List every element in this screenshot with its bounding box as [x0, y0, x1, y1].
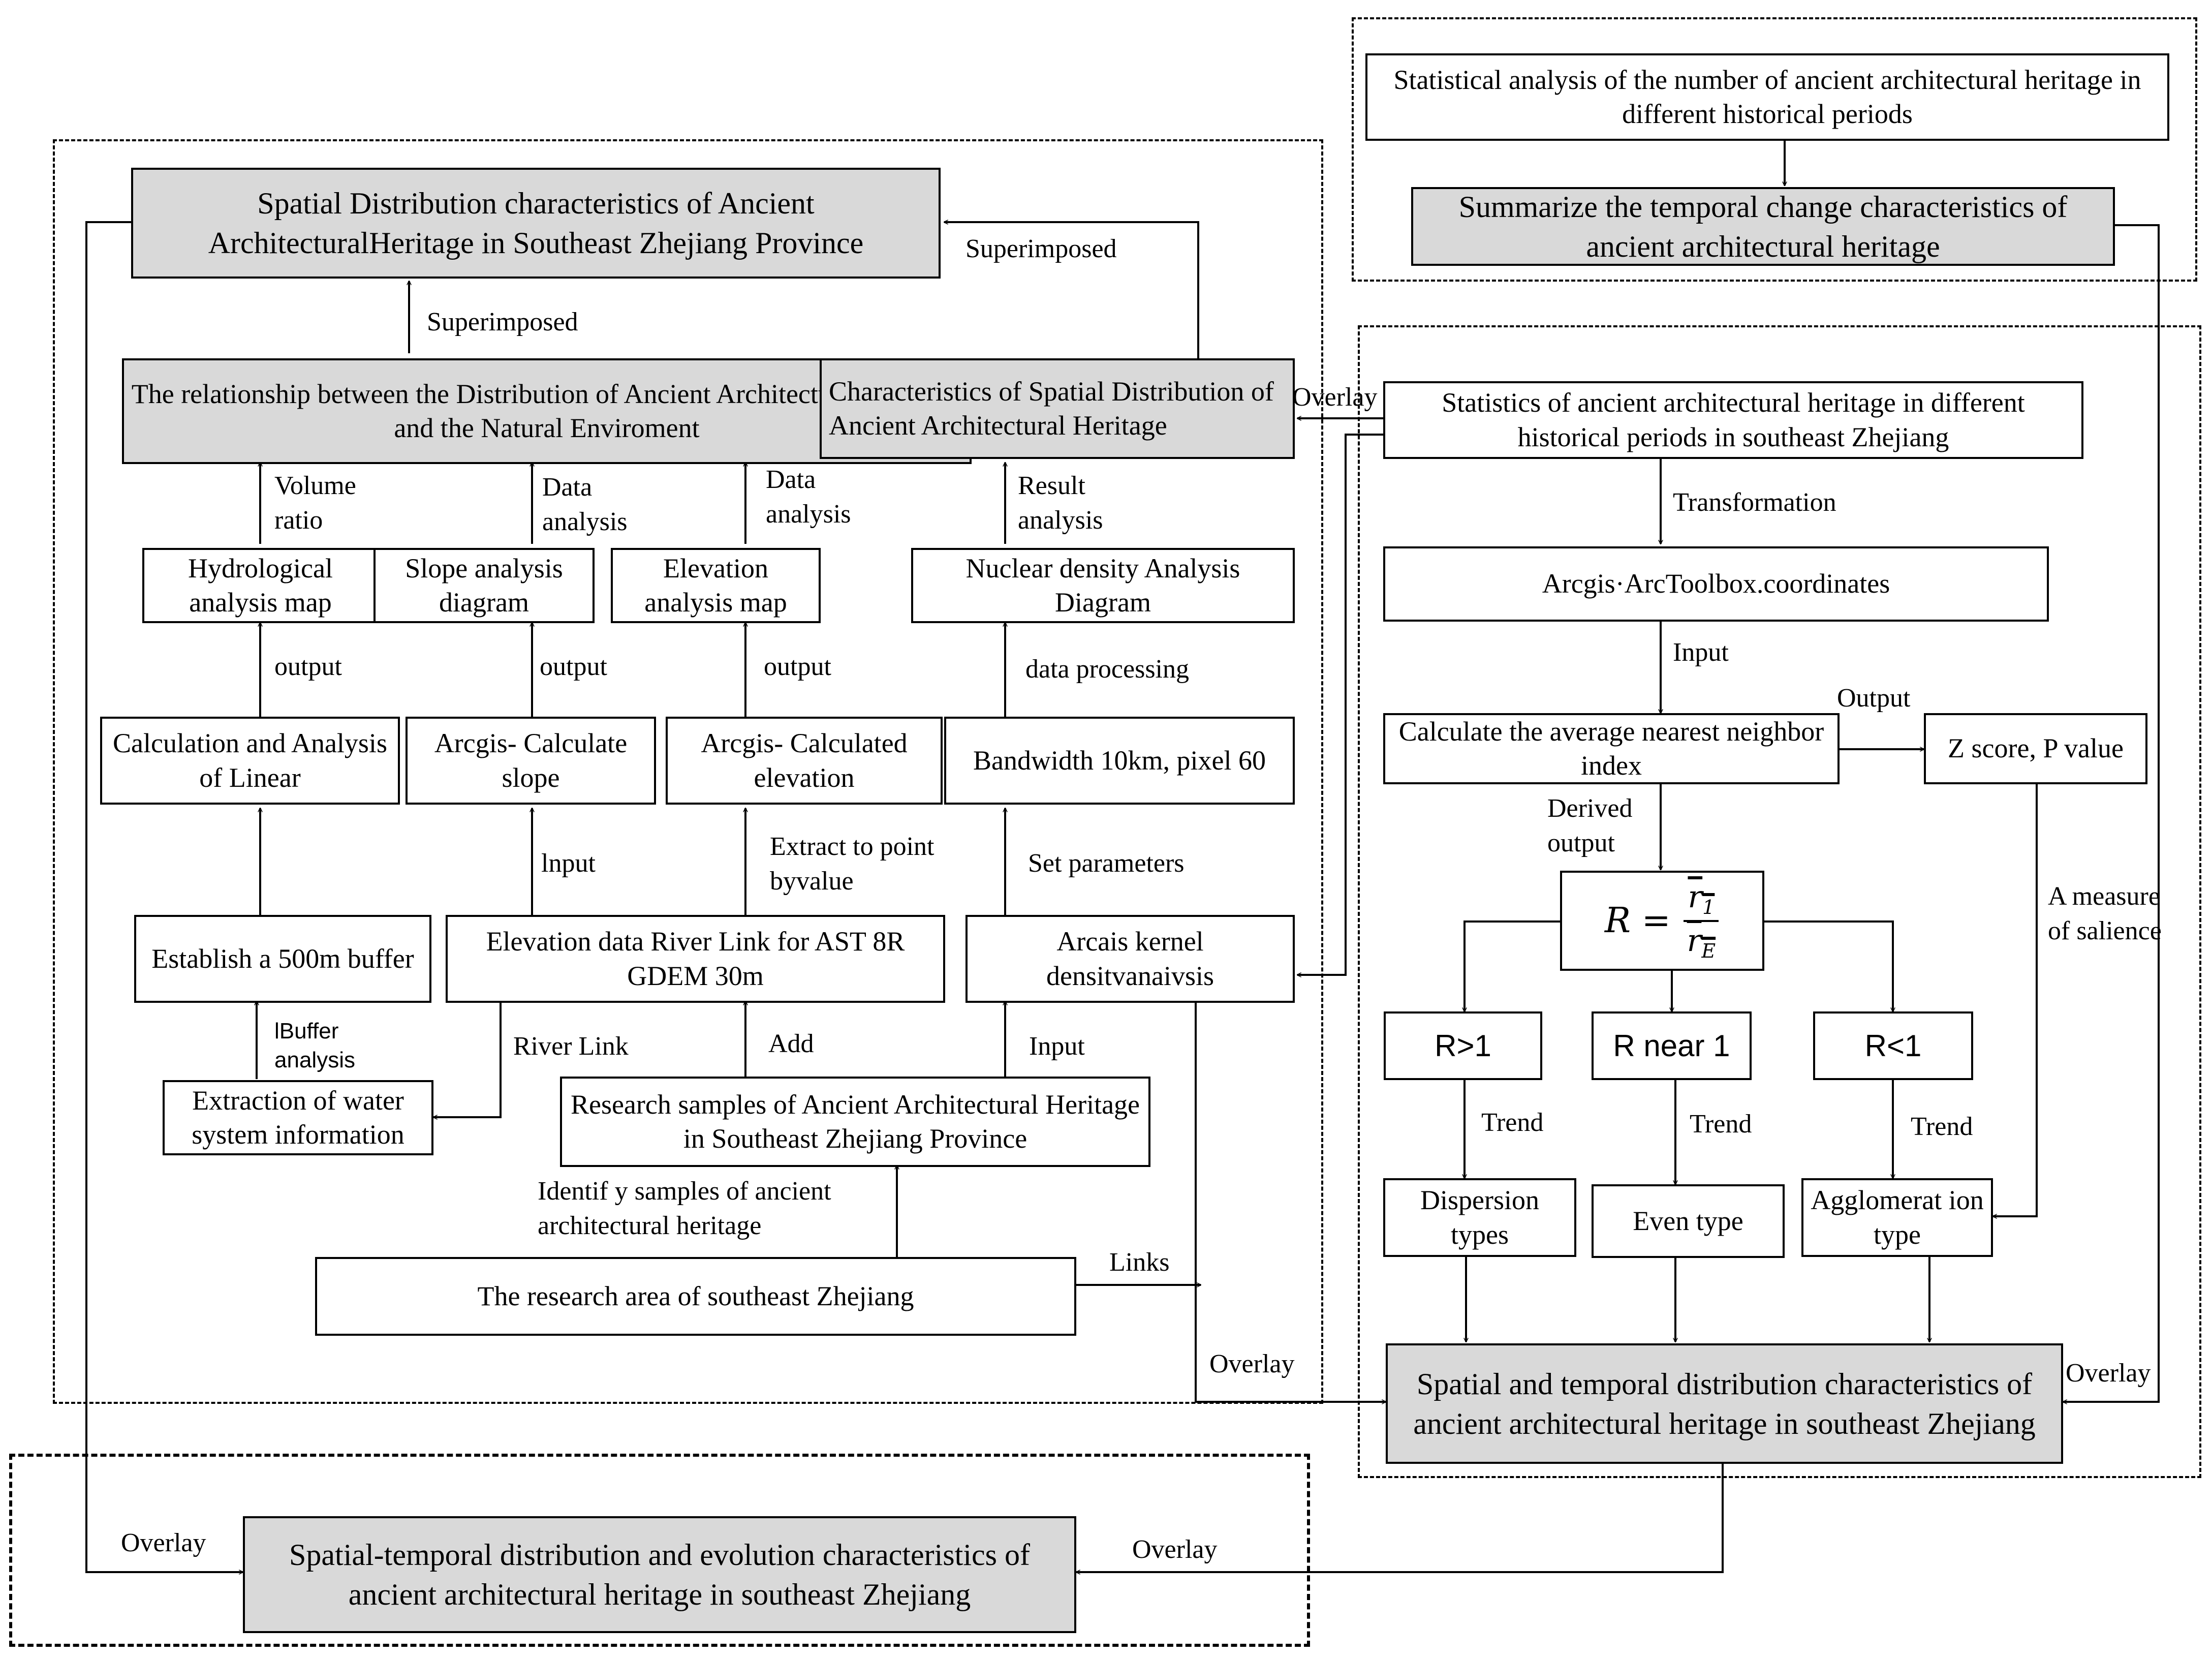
formula-denominator-sub: E [1701, 939, 1716, 962]
r-greater-than-one-box: R>1 [1384, 1011, 1542, 1080]
label-add: Add [768, 1029, 814, 1058]
dispersion-type-box: Dispersion types [1383, 1178, 1576, 1257]
characteristics-spatial-box: Characteristics of Spatial Distribution … [820, 358, 1295, 459]
research-samples-box: Research samples of Ancient Architectura… [560, 1077, 1150, 1167]
arrow-st-to-final [1076, 1464, 1724, 1572]
spatial-distribution-box: Spatial Distribution characteristics of … [131, 168, 941, 279]
average-nearest-neighbor-box: Calculate the average nearest neighbor i… [1383, 713, 1840, 784]
arrow-to-rlt [1764, 920, 1893, 1011]
label-identify-samples: Identif y samples of ancient architectur… [538, 1177, 831, 1240]
formula-numerator-sub: 1 [1702, 896, 1715, 918]
arrow-overlay-to-st [1195, 1001, 1386, 1402]
arctoolbox-box: Arcgis·ArcToolbox.coordinates [1383, 546, 2049, 622]
nuclear-density-box: Nuclear density Analysis Diagram [911, 548, 1295, 623]
elevation-data-box: Elevation data River Link for AST 8R GDE… [446, 915, 945, 1003]
label-input-kernel: Input [1029, 1032, 1085, 1061]
bandwidth-box: Bandwidth 10km, pixel 60 [944, 717, 1295, 805]
label-links: Links [1109, 1248, 1170, 1277]
label-superimposed-right: Superimposed [965, 234, 1117, 263]
label-transformation: Transformation [1673, 488, 1836, 517]
label-overlay-right: Overlay [2066, 1359, 2151, 1388]
label-data-processing: data processing [1025, 655, 1190, 684]
label-buffer-analysis: lBuffer analysis [274, 1019, 355, 1073]
label-overlay-bottom-right: Overlay [1132, 1535, 1218, 1564]
label-volume-ratio: Volume ratio [274, 471, 356, 535]
arrow-spatial-to-final [85, 221, 243, 1572]
label-overlay-characteristics: Overlay [1292, 383, 1378, 412]
label-trend-even: Trend [1690, 1110, 1752, 1139]
label-result-analysis: Result analysis [1018, 471, 1103, 535]
r-less-than-one-box: R<1 [1813, 1011, 1973, 1080]
r-near-one-box: R near 1 [1592, 1011, 1752, 1080]
label-measure-salience: A measure of salience [2048, 882, 2162, 945]
nearest-neighbor-group-frame [1358, 325, 2201, 1478]
label-river-link: River Link [513, 1032, 629, 1061]
temporal-group-frame [1352, 17, 2197, 282]
label-data-analysis-slope: Data analysis [542, 473, 628, 536]
kernel-density-box: Arcais kernel densitvanaivsis [965, 915, 1295, 1003]
label-output-elevation: output [764, 652, 831, 681]
label-input-slope: lnput [541, 849, 596, 878]
elevation-map-box: Elevation analysis map [611, 548, 821, 623]
hydrological-map-box: Hydrological analysis map [142, 548, 379, 623]
spatial-temporal-distribution-box: Spatial and temporal distribution charac… [1386, 1343, 2063, 1464]
label-trend-dispersion: Trend [1481, 1108, 1544, 1137]
calc-elevation-box: Arcgis- Calculated elevation [666, 717, 943, 805]
agglomeration-type-box: Agglomerat ion type [1801, 1178, 1993, 1257]
label-superimposed-left: Superimposed [427, 308, 578, 336]
statistical-analysis-box: Statistical analysis of the number of an… [1365, 53, 2169, 141]
label-overlay-middle: Overlay [1209, 1349, 1295, 1378]
spatial-group-frame [53, 139, 1323, 1404]
evolution-group-frame [9, 1454, 1310, 1647]
calc-slope-box: Arcgis- Calculate slope [406, 717, 656, 805]
r-formula-box: R = r1 rE [1560, 871, 1764, 971]
formula-fraction: r1 rE [1683, 878, 1720, 963]
arrow-measure-salience [1993, 784, 2038, 1216]
statistics-periods-box: Statistics of ancient architectural heri… [1383, 381, 2083, 459]
z-score-box: Z score, P value [1924, 713, 2147, 784]
research-area-box: The research area of southeast Zhejiang [315, 1257, 1076, 1336]
water-system-box: Extraction of water system information [163, 1080, 433, 1155]
label-extract-point: Extract to point byvalue [770, 832, 934, 896]
label-data-analysis-elevation: Data analysis [766, 465, 851, 529]
label-output-zscore: Output [1837, 684, 1911, 713]
arrow-statistics-to-kernel [1297, 434, 1383, 975]
label-input-arcgis: Input [1673, 638, 1729, 667]
arrow-characteristics-to-spatial [944, 222, 1199, 358]
arrow-to-rgt [1465, 920, 1561, 1011]
arrow-river-link [433, 1001, 502, 1117]
label-set-parameters: Set parameters [1028, 849, 1185, 878]
final-evolution-box: Spatial-temporal distribution and evolut… [243, 1516, 1076, 1633]
formula-lhs: R = [1604, 901, 1671, 941]
label-output-slope: output [540, 652, 607, 681]
label-trend-agglomeration: Trend [1911, 1112, 1973, 1141]
arrow-summarize-to-st [2063, 224, 2160, 1402]
summarize-temporal-box: Summarize the temporal change characteri… [1411, 187, 2115, 266]
buffer-box: Establish a 500m buffer [134, 915, 431, 1003]
formula-numerator: r [1688, 879, 1703, 915]
label-derived-output: Derived output [1547, 794, 1633, 857]
slope-diagram-box: Slope analysis diagram [373, 548, 595, 623]
even-type-box: Even type [1592, 1184, 1785, 1258]
label-output-hydro: output [274, 652, 342, 681]
label-overlay-bottom-left: Overlay [121, 1528, 206, 1557]
formula-denominator: r [1687, 923, 1702, 959]
calc-linear-box: Calculation and Analysis of Linear [100, 717, 400, 805]
